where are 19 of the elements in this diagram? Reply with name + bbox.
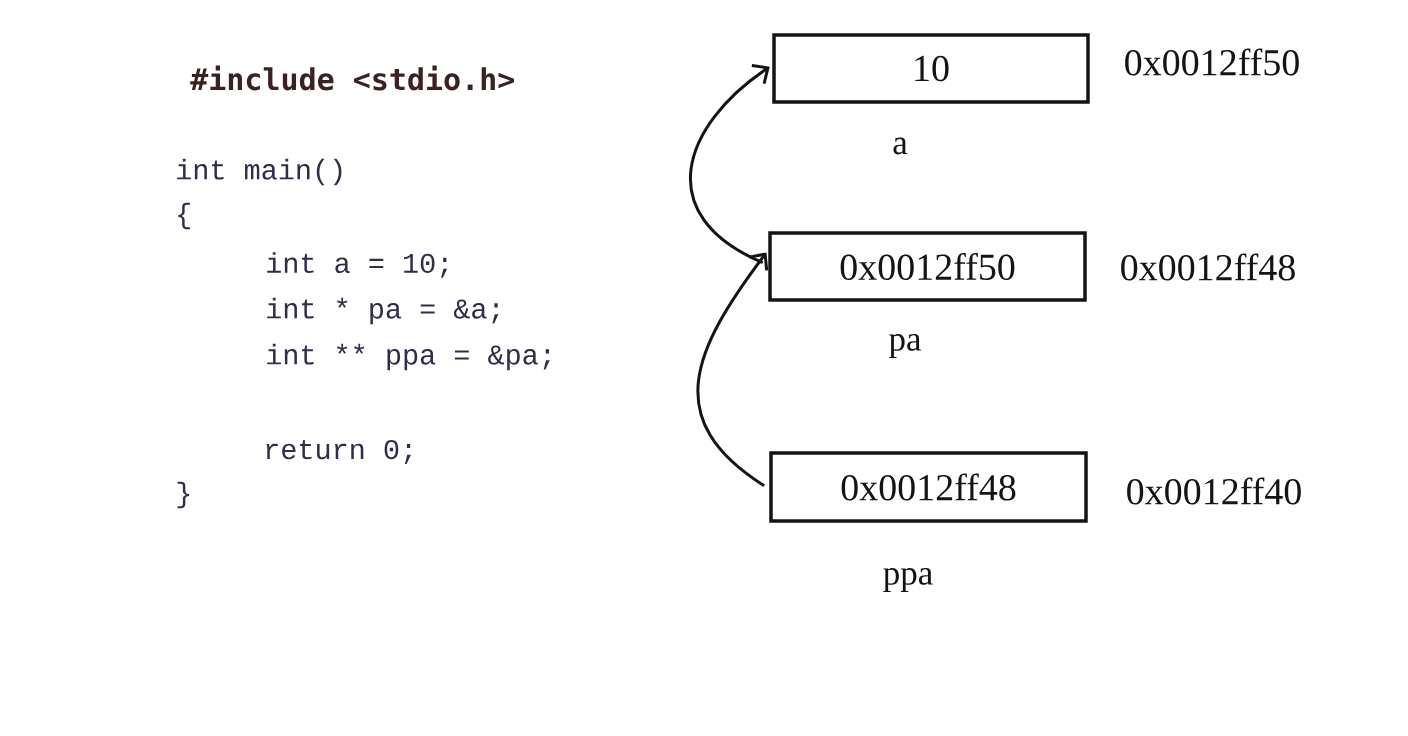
- variable-name: ppa: [883, 568, 933, 592]
- include-line: #include <stdio.h>: [190, 65, 514, 91]
- code-line: int a = 10;: [267, 252, 448, 278]
- memory-box: 0x0012ff48: [769, 451, 1088, 523]
- curved-arrow: [696, 252, 769, 487]
- memory-box: 10: [772, 33, 1090, 104]
- variable-name: a: [893, 137, 908, 155]
- code-line: int main(): [177, 158, 342, 186]
- variable-name: pa: [889, 334, 922, 358]
- code-line: return 0;: [266, 439, 411, 465]
- code-line: }: [177, 481, 190, 509]
- code-line: int ** ppa = &pa;: [267, 343, 550, 371]
- address-label: 0x0012ff48: [1121, 253, 1295, 281]
- address-label: 0x0012ff40: [1127, 477, 1301, 505]
- memory-box: 0x0012ff50: [768, 231, 1087, 302]
- code-line: int * pa = &a;: [267, 297, 499, 325]
- address-label: 0x0012ff50: [1125, 48, 1299, 76]
- curved-arrow: [689, 64, 770, 264]
- code-line: {: [178, 202, 190, 230]
